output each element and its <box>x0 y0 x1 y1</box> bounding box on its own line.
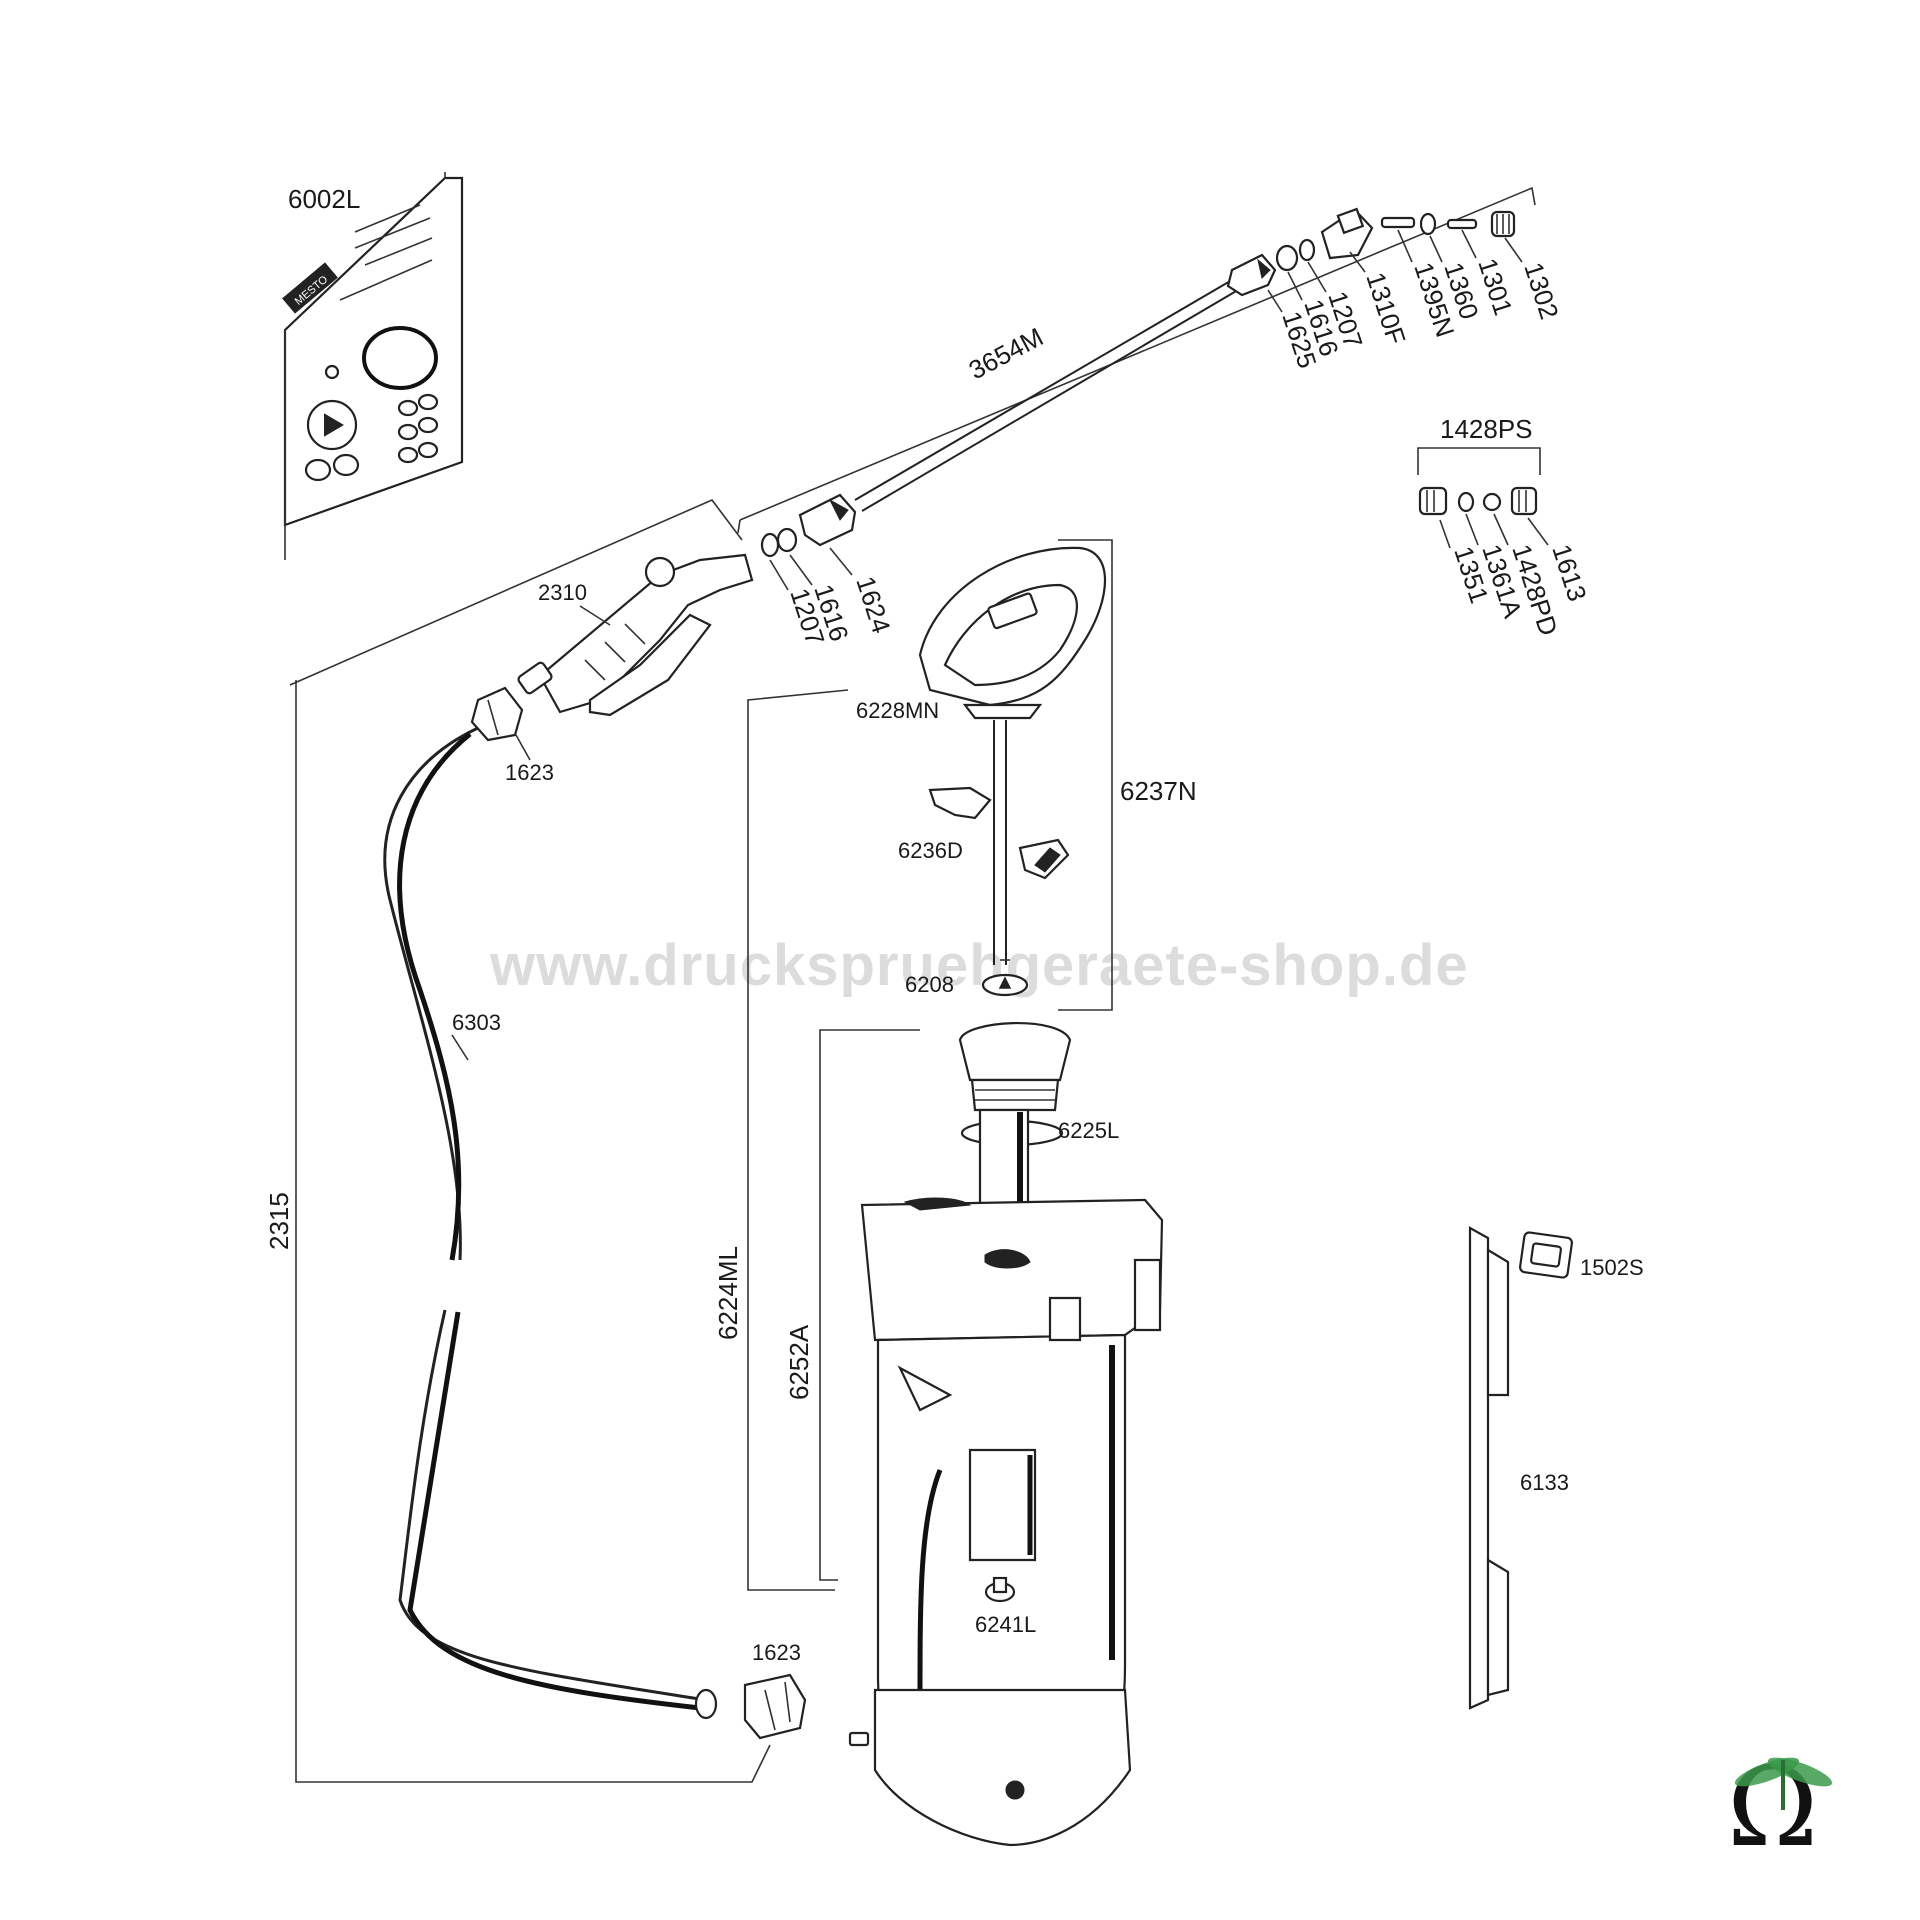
label-6303: 6303 <box>452 1010 501 1035</box>
label-1623-top: 1623 <box>505 760 554 785</box>
label-6133: 6133 <box>1520 1470 1569 1495</box>
label-1302: 1302 <box>1518 259 1564 323</box>
label-1310F: 1310F <box>1360 269 1411 348</box>
label-6224ML: 6224ML <box>713 1246 743 1340</box>
label-6241L: 6241L <box>975 1612 1036 1637</box>
label-6252A: 6252A <box>784 1324 814 1400</box>
lance-assembly <box>737 186 1536 547</box>
hose-assembly <box>295 680 807 1783</box>
seal-kit-card: MESTO <box>282 172 464 560</box>
label-1502S: 1502S <box>1580 1255 1644 1280</box>
label-6228MN: 6228MN <box>856 698 939 723</box>
label-6002L: 6002L <box>288 184 360 214</box>
tank-assembly <box>747 689 1164 1847</box>
label-6208: 6208 <box>905 972 954 997</box>
label-1623-bottom: 1623 <box>752 1640 801 1665</box>
label-1428PS: 1428PS <box>1440 414 1533 444</box>
label-6225L: 6225L <box>1058 1118 1119 1143</box>
brand-logo: Ω <box>1727 1743 1833 1871</box>
label-6236D: 6236D <box>898 838 963 863</box>
lance-leaders <box>1267 229 1523 313</box>
nozzle-set <box>1417 447 1549 549</box>
label-2315: 2315 <box>264 1192 294 1250</box>
gun-end-parts <box>760 527 853 591</box>
label-3654M: 3654M <box>964 321 1048 385</box>
watermark-text: www.druckspruehgeraete-shop.de <box>489 933 1469 998</box>
label-2310: 2310 <box>538 580 587 605</box>
label-6237N: 6237N <box>1120 776 1197 806</box>
label-1624: 1624 <box>850 573 896 637</box>
spray-gun <box>289 499 754 717</box>
strap-assembly <box>1468 1226 1574 1710</box>
pump-assembly <box>918 539 1113 1011</box>
